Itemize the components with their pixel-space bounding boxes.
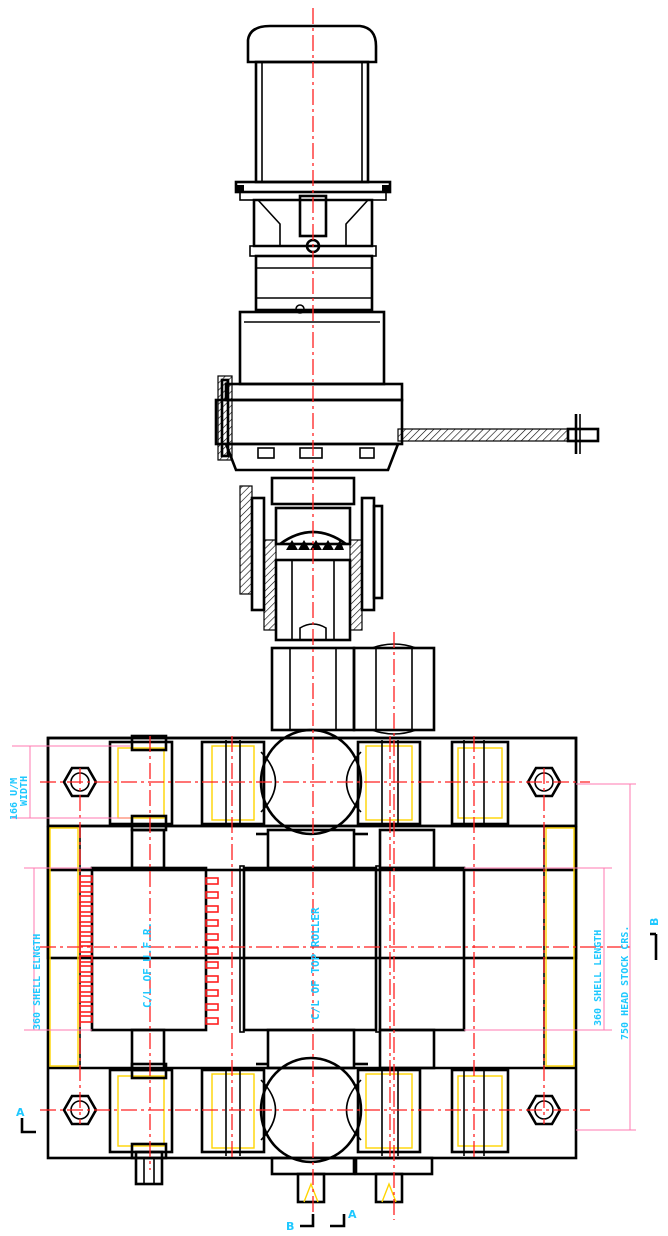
section-a-left-text: A: [16, 1106, 25, 1119]
ufr-flutes-left: [79, 875, 93, 1023]
ufr-flutes-right: [205, 877, 219, 1025]
dim-shell-length-right: 360 SHELL LENGTH: [593, 930, 604, 1026]
torque-arm: [397, 414, 600, 454]
dim-shell-length-left: 360 SHELL ELNGTH: [32, 934, 43, 1030]
coupling-teeth: [286, 540, 344, 550]
section-a-bottom-text: A: [348, 1208, 357, 1221]
section-b-bottom-text: B: [286, 1220, 294, 1233]
dim-uhm-width-1: 166 U/M: [9, 778, 20, 820]
dim-head-stock: 750 HEAD STOCK CRS.: [620, 926, 631, 1040]
gearbox-upper: [214, 194, 404, 472]
dim-uhm-width-2: WIDTH: [19, 776, 30, 806]
section-marker-bottom: B A: [286, 1208, 357, 1233]
section-b-right-text: B: [648, 918, 661, 926]
section-marker-b-right: B: [648, 918, 661, 960]
dimensions: [12, 745, 636, 1131]
label-cl-ufr: C/L OF U.F.R.: [141, 922, 154, 1008]
side-flange-left: [217, 375, 233, 461]
coupling: [239, 476, 384, 642]
label-cl-top-roller: C/L OF TOP ROLLER: [309, 907, 322, 1020]
section-marker-a-left: A: [16, 1106, 36, 1134]
shaft-ends-bottom: [134, 1150, 434, 1204]
center-lines: [40, 8, 630, 1220]
top-roller: [239, 828, 466, 1070]
bearings-top: [108, 728, 510, 836]
drive-spindle: [270, 643, 436, 735]
